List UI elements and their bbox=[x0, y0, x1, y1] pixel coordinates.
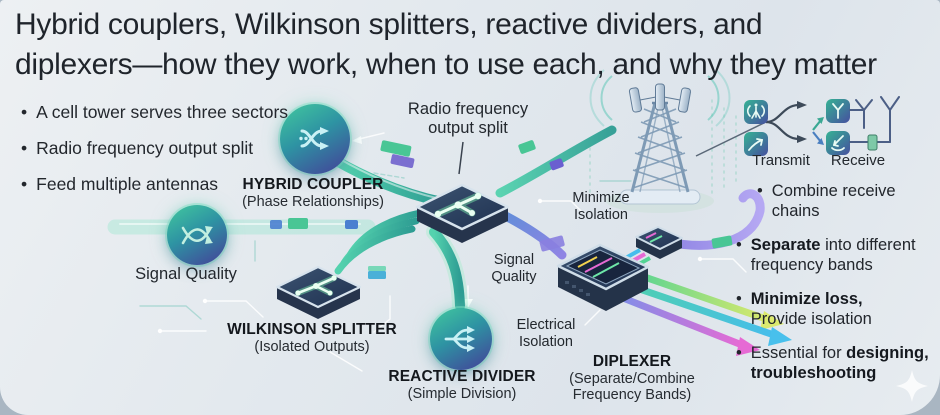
component-sublabel: Frequency Bands) bbox=[572, 387, 692, 403]
title-line-1: Hybrid couplers, Wilkinson splitters, re… bbox=[15, 8, 763, 41]
component-name: DIPLEXER bbox=[592, 353, 672, 370]
diplexer-output-arrows bbox=[616, 268, 792, 356]
crossed-arrows-icon bbox=[299, 127, 329, 150]
tower-to-txrx-line bbox=[695, 121, 767, 157]
component-name: WILKINSON SPLITTER bbox=[227, 321, 397, 338]
list-item: • A cell tower serves three sectors bbox=[21, 102, 288, 123]
bullet-text: Provide isolation bbox=[750, 310, 872, 328]
cell-tower bbox=[589, 69, 731, 213]
tube-chips bbox=[270, 140, 733, 279]
antenna-array bbox=[849, 96, 900, 143]
transmit-receive-diagram bbox=[744, 96, 900, 156]
wilkinson-splitter-label: WILKINSON SPLITTER (Isolated Outputs) bbox=[227, 321, 397, 355]
bullet-text: Feed multiple antennas bbox=[36, 174, 219, 194]
bullet-text: into different frequency bands bbox=[750, 236, 916, 274]
bullet-text-bold: designing, troubleshooting bbox=[750, 344, 929, 382]
annotation-text: Minimize bbox=[572, 190, 630, 206]
split-arrows-icon bbox=[444, 326, 475, 352]
bullet-dot: • bbox=[736, 344, 742, 362]
list-item: • Combine receive chains bbox=[757, 181, 940, 221]
bullet-dot: • bbox=[736, 290, 742, 308]
annotation-text: output split bbox=[428, 119, 508, 137]
annotation-text: Isolation bbox=[573, 206, 629, 223]
signal-quality-center-label: Signal Quality bbox=[491, 252, 536, 285]
list-item: • Minimize loss, Provide isolation bbox=[736, 289, 940, 329]
annotation-text: Electrical bbox=[516, 317, 576, 333]
annotation-text: Receive bbox=[830, 152, 886, 169]
component-sublabel: (Simple Division) bbox=[407, 386, 517, 402]
reactive-divider-node bbox=[430, 308, 492, 370]
list-item: • Radio frequency output split bbox=[21, 138, 288, 159]
transmit-label: Transmit bbox=[752, 152, 810, 170]
receive-label: Receive bbox=[830, 152, 886, 170]
bullet-dot: • bbox=[21, 102, 28, 122]
bullet-dot: • bbox=[21, 174, 28, 194]
page-title: Hybrid couplers, Wilkinson splitters, re… bbox=[15, 5, 935, 85]
antenna-component bbox=[867, 134, 878, 151]
bullet-text-bold: Minimize loss, bbox=[750, 290, 863, 308]
diplexer-box bbox=[556, 243, 650, 311]
electrical-isolation-label: Electrical Isolation bbox=[517, 317, 576, 350]
bullet-dot: • bbox=[21, 138, 28, 158]
component-sublabel: (Isolated Outputs) bbox=[254, 339, 370, 355]
rf-output-split-label: Radio frequency output split bbox=[408, 100, 528, 138]
annotation-text: Radio frequency bbox=[407, 100, 529, 118]
bullet-text: Radio frequency output split bbox=[36, 138, 254, 158]
component-sublabel: (Phase Relationships) bbox=[242, 194, 384, 210]
bullet-text: Essential for bbox=[750, 344, 847, 362]
component-sublabel: (Separate/Combine bbox=[569, 371, 695, 387]
diplexer-label: DIPLEXER (Separate/Combine Frequency Ban… bbox=[569, 353, 695, 403]
list-item: • Feed multiple antennas bbox=[21, 174, 288, 195]
bullet-dot: • bbox=[757, 182, 763, 200]
title-line-2: diplexers—how they work, when to use eac… bbox=[15, 48, 877, 81]
annotation-text: Isolation bbox=[518, 333, 574, 350]
reactive-divider-label: REACTIVE DIVIDER (Simple Division) bbox=[388, 368, 535, 402]
annotation-text: Signal bbox=[493, 252, 535, 268]
minimize-isolation-label: Minimize Isolation bbox=[572, 190, 629, 223]
list-item: • Separate into different frequency bands bbox=[736, 235, 940, 275]
left-bullet-list: • A cell tower serves three sectors • Radi… bbox=[21, 102, 288, 210]
rf-tubes bbox=[107, 125, 765, 314]
hybrid-coupler-label: HYBRID COUPLER (Phase Relationships) bbox=[242, 176, 384, 210]
annotation-text: Signal Quality bbox=[135, 265, 237, 283]
annotation-text: Quality bbox=[491, 268, 537, 285]
monitor-box bbox=[621, 226, 683, 270]
rf-splitter-chip bbox=[415, 183, 510, 243]
bullet-text: Combine receive chains bbox=[771, 182, 896, 220]
list-item: • Essential for designing, troubleshootin… bbox=[736, 343, 940, 383]
right-bullet-list: • Combine receive chains • Separate into d… bbox=[736, 181, 940, 397]
bullet-text: A cell tower serves three sectors bbox=[36, 102, 289, 122]
bullet-text-bold: Separate bbox=[750, 236, 821, 254]
bullet-dot: • bbox=[736, 236, 742, 254]
rf-label-pointer-line bbox=[458, 141, 464, 175]
component-name: HYBRID COUPLER bbox=[242, 176, 384, 193]
crossing-curves-icon bbox=[181, 226, 213, 245]
signal-quality-left-label: Signal Quality bbox=[135, 265, 237, 284]
signal-quality-node bbox=[167, 205, 227, 265]
annotation-text: Transmit bbox=[752, 152, 810, 169]
wilkinson-chip bbox=[275, 265, 362, 319]
circuit-traces bbox=[139, 99, 747, 372]
component-name: REACTIVE DIVIDER bbox=[388, 368, 536, 385]
hybrid-coupler-node bbox=[280, 104, 350, 174]
sparkle-watermark-icon bbox=[896, 370, 928, 402]
